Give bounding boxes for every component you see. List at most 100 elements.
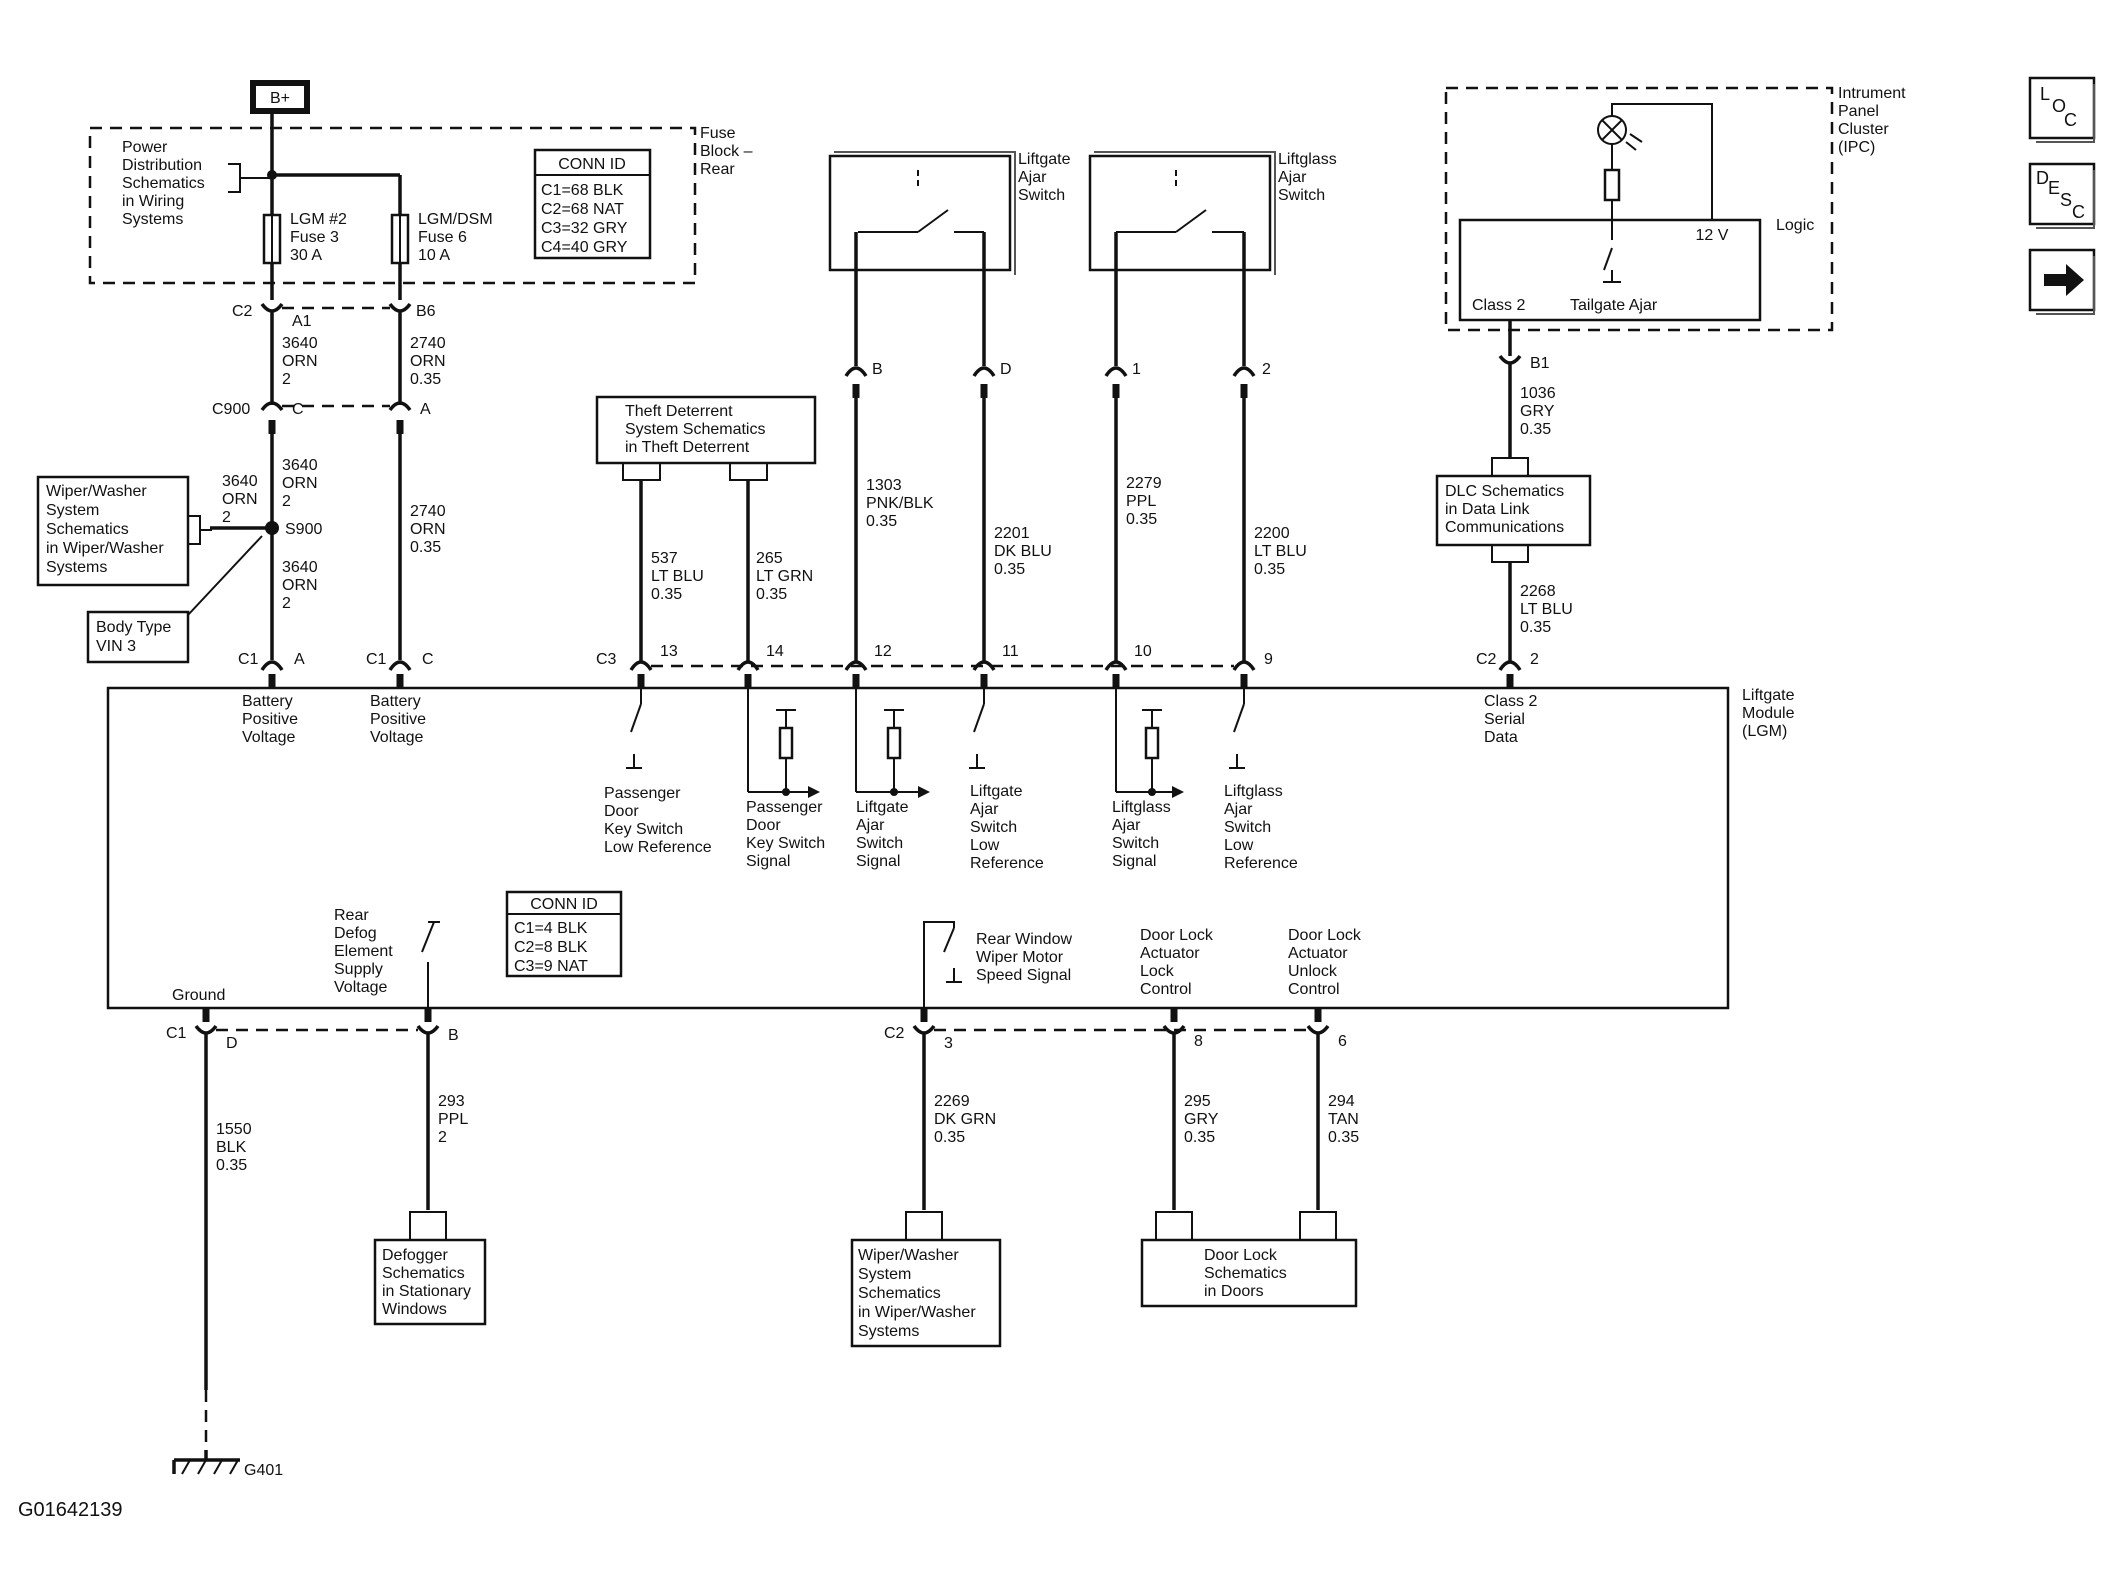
lglas-lowref-label: Liftglass Ajar Switch Low Reference [1224,783,1298,872]
svg-text:O: O [2052,96,2066,116]
wire-293: 293 PPL 2 [438,1093,472,1146]
a1-pin-label: A1 [292,313,312,330]
splice-s900: S900 3640 ORN 2 3640 ORN 2 [210,473,322,612]
wire-3640-mid: 3640 ORN 2 [282,457,322,510]
wiper-washer-ref-1: Wiper/Washer System Schematics in Wiper/… [36,475,212,587]
door-lock-ref: Door Lock Schematics in Doors [1140,1211,1358,1308]
sw-1-pin: 1 [1132,361,1141,378]
wiper-washer-ref-2: Wiper/Washer System Schematics in Wiper/… [850,1211,1002,1348]
wire-2279: 2279 PPL 0.35 [1126,475,1166,528]
tailgate-ajar-label: Tailgate Ajar [1570,297,1658,314]
liftglass-ajar-switch: Liftglass Ajar Switch 1 2 2279 PPL 0.35 … [1088,151,1341,662]
lglas-signal-label: Liftglass Ajar Switch Signal [1112,799,1175,870]
conn-id-lgm-title: CONN ID [530,896,598,913]
conn-id-top-rows: C1=68 BLK C2=68 NAT C3=32 GRY C4=40 GRY [541,182,632,256]
liftgate-module: Liftgate Module (LGM) Battery Positive V… [106,686,1799,1010]
instrument-panel-cluster: Intrument Panel Cluster (IPC) Logic 12 V… [1444,85,1910,475]
pdks-signal-label: Passenger Door Key Switch Signal [746,799,830,870]
power-distribution-ref: Power Distribution Schematics in Wiring … [122,139,209,228]
logic-label: Logic [1776,217,1814,234]
pin-11: 11 [1002,643,1019,660]
svg-text:D: D [2036,168,2049,188]
c1d-label: C1 [166,1025,187,1042]
s900-label: S900 [285,521,322,538]
loc-button[interactable]: L O C [2028,76,2096,143]
c2-bottom-label: C2 [884,1025,905,1042]
figure-id: G01642139 [18,1499,123,1521]
arrow-right-icon [2044,264,2084,296]
sw-2-pin: 2 [1262,361,1271,378]
12v-label: 12 V [1696,227,1729,244]
liftgate-ajar-switch-label: Liftgate Ajar Switch [1018,151,1075,204]
wire-537: 537 LT BLU 0.35 [651,550,708,603]
defogger-ref: Defogger Schematics in Stationary Window… [373,1211,487,1326]
c1a-pin: A [294,651,305,668]
pdks-lowref-label: Passenger Door Key Switch Low Reference [604,785,712,856]
b6-pin-label: B6 [416,303,436,320]
wire-265: 265 LT GRN 0.35 [756,550,818,603]
c1a-label: C1 [238,651,259,668]
rear-defog-label: Rear Defog Element Supply Voltage [334,907,397,996]
wire-2269: 2269 DK GRN 0.35 [934,1093,1001,1146]
dlc-ref: DLC Schematics in Data Link Communicatio… [1435,474,1592,662]
conn-id-top-title: CONN ID [558,156,626,173]
b1-pin: B1 [1530,355,1550,372]
wire-1550: 1550 BLK 0.35 [216,1121,256,1174]
sw-b-pin: B [872,361,883,378]
desc-button[interactable]: D E S C [2028,162,2096,229]
connector-c2-fuse: C2 A1 B6 3640 ORN 2 2740 ORN 0.35 [232,302,450,405]
pin-3: 3 [944,1035,953,1052]
lgm-label: Liftgate Module (LGM) [1742,687,1799,740]
wire-1036: 1036 GRY 0.35 [1520,385,1560,438]
fuse-block-label: Fuse Block – Rear [700,125,757,178]
pin-12: 12 [874,643,892,660]
wire-2740-top: 2740 ORN 0.35 [410,335,450,388]
svg-text:S: S [2060,190,2072,210]
fuse-3-label: LGM #2 Fuse 3 30 A [290,211,351,264]
pin-14: 14 [766,643,784,660]
theft-deterrent-text: Theft Deterrent System Schematics in The… [625,403,770,456]
ground-label: Ground [172,987,225,1004]
dlc-ref-text: DLC Schematics in Data Link Communicatio… [1445,483,1569,536]
battery-positive-source: B+ [250,80,310,175]
wiper-washer-ref-1-text: Wiper/Washer System Schematics in Wiper/… [46,483,168,576]
conn-id-lgm-rows: C1=4 BLK C2=8 BLK C3=9 NAT [514,920,592,975]
c1d-pin: D [226,1035,238,1052]
sw-d-pin: D [1000,361,1012,378]
ipc-label: Intrument Panel Cluster (IPC) [1838,85,1910,156]
body-type-text: Body Type VIN 3 [96,619,176,655]
c1c-label: C1 [366,651,387,668]
b-plus-label: B+ [270,90,290,107]
next-arrow-button[interactable] [2028,248,2096,315]
wire-2740-mid: 2740 ORN 0.35 [410,503,450,556]
door-lock-lock-label: Door Lock Actuator Lock Control [1140,927,1217,998]
wire-294: 294 TAN 0.35 [1328,1093,1363,1146]
fuse-6-label: LGM/DSM Fuse 6 10 A [418,211,497,264]
g401-label: G401 [244,1462,283,1479]
c900-a-pin: A [420,401,431,418]
pin-10: 10 [1134,643,1152,660]
c900-label: C900 [212,401,250,418]
lgas-lowref-label: Liftgate Ajar Switch Low Reference [970,783,1044,872]
lgm-upper-connectors: C1 A C1 C C3 13 14 12 11 10 9 C2 2 [238,643,1539,688]
liftglass-ajar-switch-label: Liftglass Ajar Switch [1278,151,1341,204]
ground-g401: G401 [172,1450,283,1479]
svg-text:L: L [2040,84,2050,104]
wire-2201: 2201 DK BLU 0.35 [994,525,1056,578]
lgm-lower-connectors: C1 D B C2 3 8 6 1550 BLK 0.35 293 PPL 2 … [166,1008,1363,1450]
bpv-a-label: Battery Positive Voltage [242,693,302,746]
pin-6: 6 [1338,1033,1347,1050]
rear-wiper-label: Rear Window Wiper Motor Speed Signal [976,931,1076,984]
lgas-signal-label: Liftgate Ajar Switch Signal [856,799,913,870]
door-lock-ref-text: Door Lock Schematics in Doors [1204,1247,1291,1300]
c2-right-pin: 2 [1530,651,1539,668]
svg-text:C: C [2064,110,2077,130]
c2-right-label: C2 [1476,651,1497,668]
wiper-washer-ref-2-text: Wiper/Washer System Schematics in Wiper/… [858,1247,980,1340]
c1b-pin: B [448,1027,459,1044]
defogger-ref-text: Defogger Schematics in Stationary Window… [382,1247,475,1318]
wire-3640-left: 3640 ORN 2 [222,473,262,526]
c1c-pin: C [422,651,434,668]
pin-8: 8 [1194,1033,1203,1050]
